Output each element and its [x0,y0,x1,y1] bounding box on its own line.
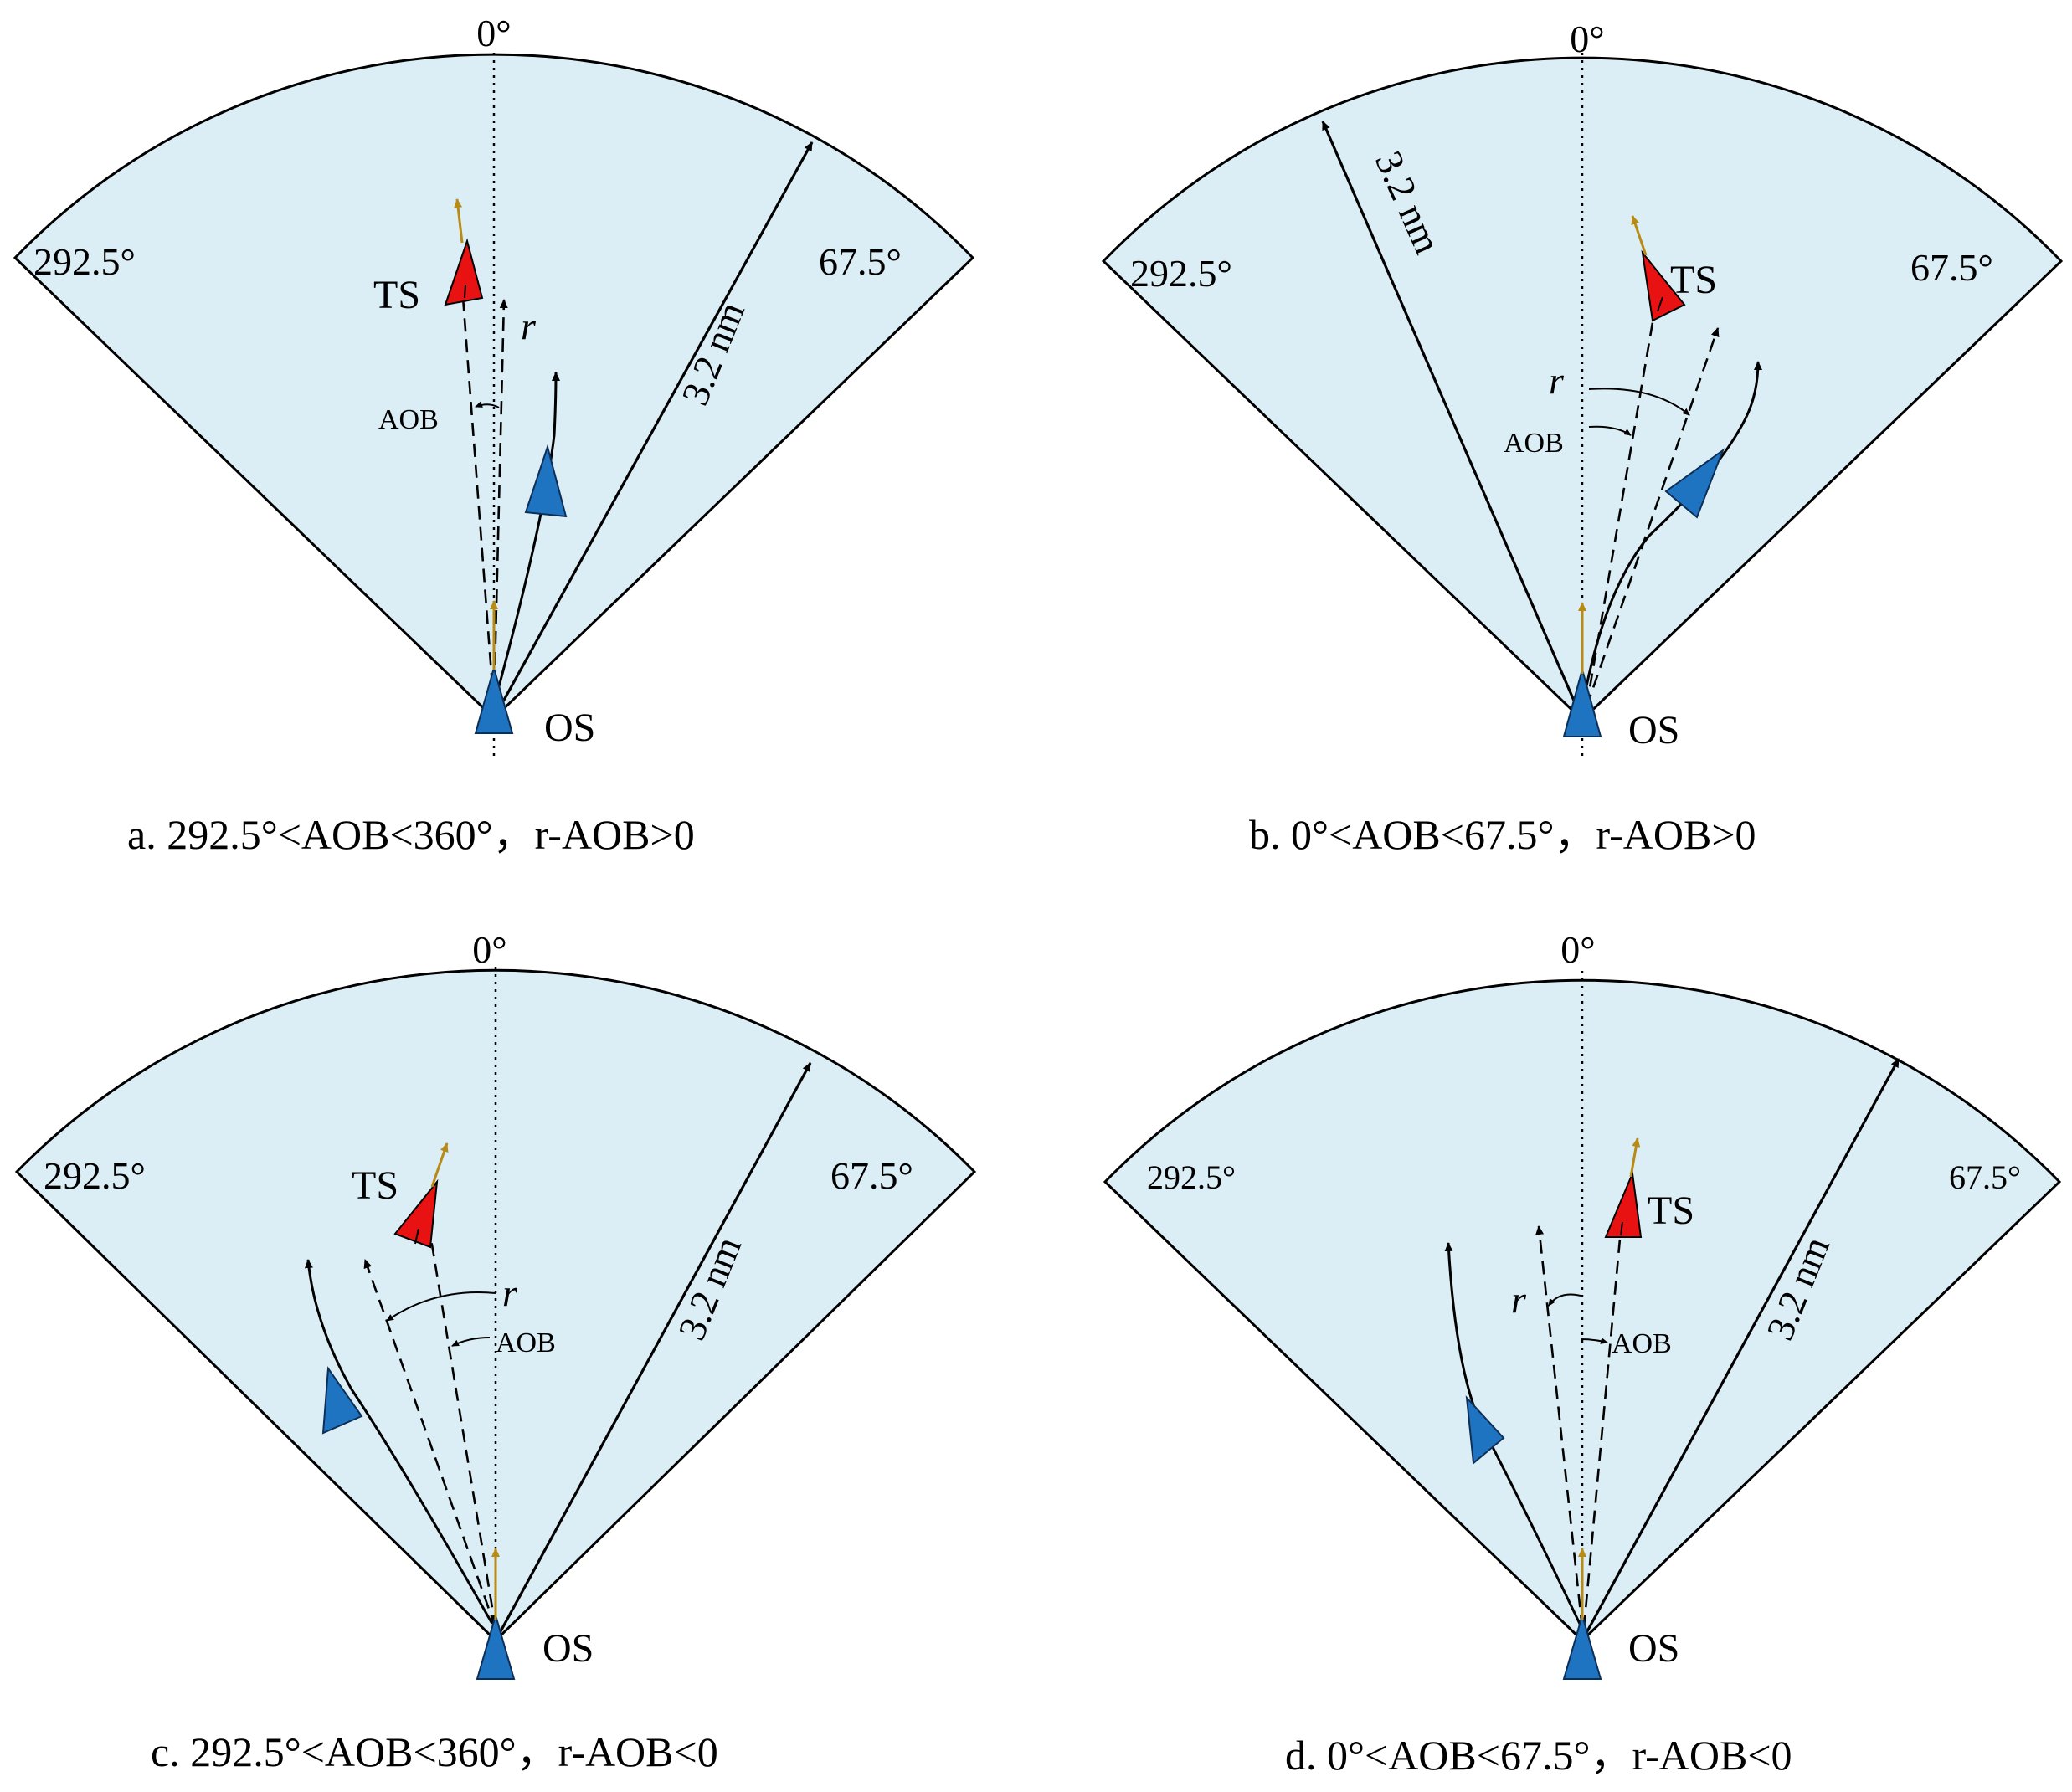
right-bound-label: 67.5° [1949,1158,2021,1196]
range-radius [1581,1058,1900,1641]
os-future-icon [321,1366,363,1435]
os-icon [1562,666,1602,737]
os-track [304,1259,494,1625]
r-label: r [1549,359,1565,402]
ts-icon [393,1178,439,1249]
aob-label: AOB [1612,1328,1672,1359]
aob-label: AOB [496,1327,556,1358]
ts-heading-vector [454,198,464,244]
aob-label: AOB [1504,428,1564,459]
panel-a: 0° 292.5° 67.5° 3.2 nm TS OS r AOB a. 29… [13,12,975,858]
north-label: 0° [476,12,511,54]
range-radius [1321,121,1584,721]
bearing-line [1582,1238,1622,1629]
aob-label: AOB [378,404,439,435]
ts-label: TS [373,273,420,317]
ts-label: TS [352,1163,398,1208]
ts-icon [1604,1170,1643,1238]
ts-heading-mark [1657,296,1663,312]
os-label: OS [1628,708,1679,752]
range-radius [494,1062,812,1641]
aob-arc [1588,425,1632,436]
bearing-line [461,296,496,708]
r-line [1535,1225,1584,1629]
left-bound-label: 292.5° [1130,252,1232,295]
ts-heading-mark [414,1228,419,1245]
aob-arc [1580,1338,1608,1344]
sensor-sector [14,968,977,1643]
r-label: r [1511,1278,1527,1321]
ts-icon [444,238,484,306]
ts-heading-vector [1631,215,1648,256]
os-future-icon [524,444,568,518]
os-future-icon [1664,448,1725,519]
r-line [1585,327,1720,708]
panel-d: 0° 292.5° 67.5° 3.2 nm TS OS r AOB d. 0°… [1103,928,2062,1779]
north-label: 0° [1570,18,1604,60]
bearing-line [429,1234,497,1629]
os-icon [474,665,514,734]
sensor-sector [1101,56,2064,722]
north-label: 0° [1560,928,1595,971]
os-icon [1562,1612,1602,1680]
right-bound-label: 67.5° [830,1154,913,1197]
panel-caption: a. 292.5°<AOB<360°，r-AOB>0 [127,811,695,858]
r-line [492,299,508,708]
north-label: 0° [472,928,506,971]
ts-label: TS [1648,1189,1694,1233]
os-label: OS [542,1626,594,1671]
panel-caption: b. 0°<AOB<67.5°，r-AOB>0 [1249,811,1756,858]
r-arc [1588,388,1690,416]
ts-heading-vector [1629,1137,1641,1178]
aob-arc [475,401,500,408]
left-bound-label: 292.5° [44,1154,146,1197]
left-bound-label: 292.5° [33,240,136,283]
panel-caption: c. 292.5°<AOB<360°，r-AOB<0 [151,1728,718,1775]
r-arc [386,1291,496,1322]
r-label: r [521,305,537,347]
ts-heading-mark [1620,1221,1623,1236]
aob-arc [451,1337,491,1347]
panel-c: 0° 292.5° 67.5° 3.2 nm TS OS r AOB c. 29… [14,928,977,1775]
ts-label: TS [1670,258,1717,302]
ts-heading-vector [430,1142,449,1188]
left-bound-label: 292.5° [1147,1158,1236,1196]
right-bound-label: 67.5° [819,240,902,283]
os-label: OS [544,706,595,750]
os-icon [476,1612,516,1680]
ts-icon [1641,249,1686,322]
os-label: OS [1628,1626,1679,1671]
r-label: r [502,1271,518,1314]
os-future-icon [1465,1395,1505,1465]
range-radius [492,141,814,719]
right-bound-label: 67.5° [1910,246,1993,289]
r-arc [1548,1293,1581,1307]
panel-caption: d. 0°<AOB<67.5°，r-AOB<0 [1285,1732,1792,1779]
panel-b: 0° 292.5° 67.5° 3.2 nm TS OS r AOB b. 0°… [1101,18,2064,858]
